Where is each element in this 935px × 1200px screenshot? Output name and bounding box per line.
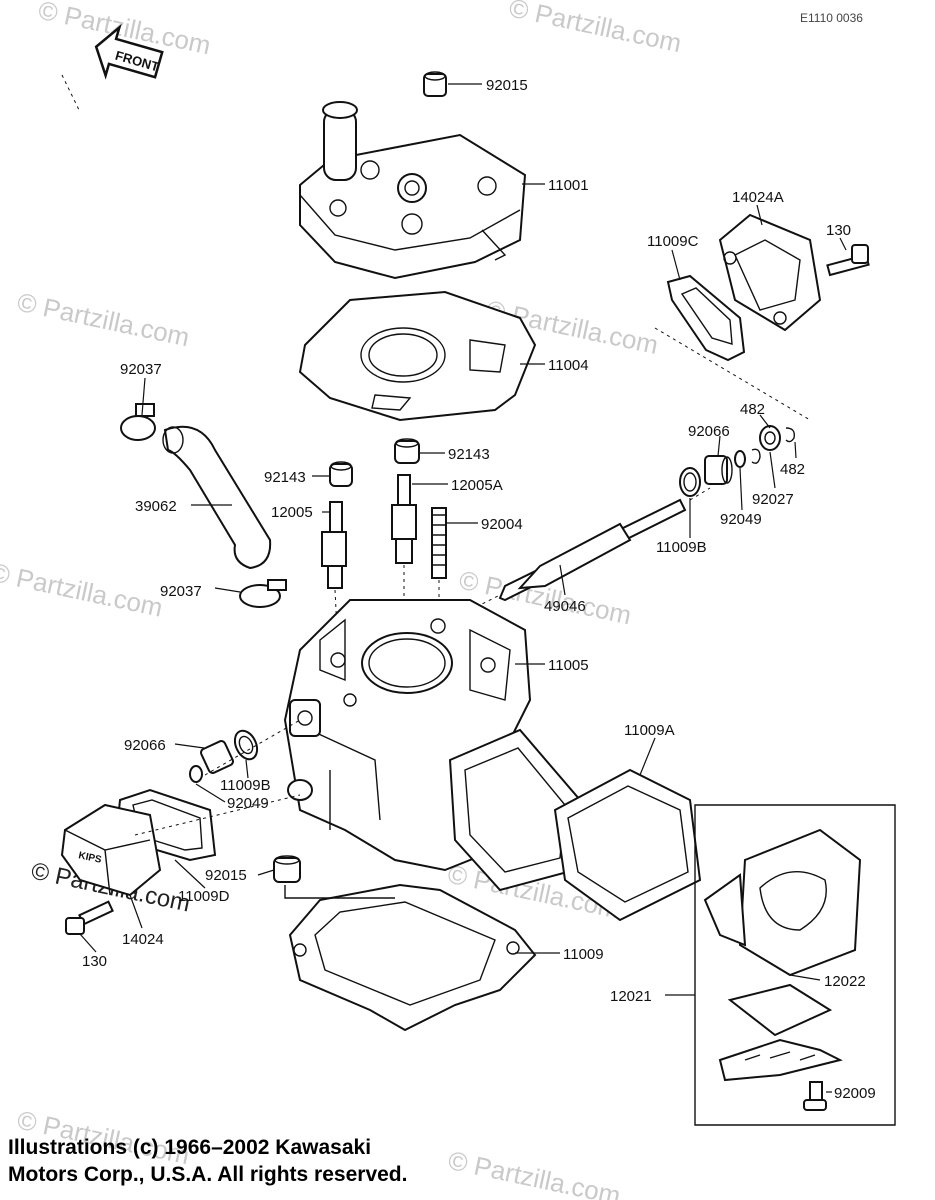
cap-92143-right (394, 438, 420, 464)
gasket-11009C (666, 274, 746, 362)
watermark-text: © Partzilla.com (507, 0, 685, 58)
seal-92027 (759, 425, 781, 451)
reed-gasket-11009A-b (553, 768, 702, 922)
part-label: 92143 (448, 446, 490, 463)
bolt-130-right (826, 244, 870, 277)
part-label: 92015 (486, 77, 528, 94)
part-label: 11009C (647, 233, 699, 250)
oring-92049-left (189, 765, 203, 783)
part-label: 92004 (481, 516, 523, 533)
head-gasket (298, 290, 537, 422)
washer-11009B-left (233, 729, 259, 761)
part-label: 12022 (824, 973, 866, 990)
part-label: 92143 (264, 469, 306, 486)
guide-line (204, 719, 301, 776)
stud-12005 (321, 501, 347, 651)
watermark-text: © Partzilla.com (0, 557, 165, 623)
guide-line (654, 327, 811, 421)
watermark-text: © Partzilla.com (446, 1145, 624, 1200)
part-label: 14024A (732, 189, 784, 206)
cap-92143-left (329, 461, 353, 487)
cylinder-head (299, 101, 527, 280)
part-label: 14024 (122, 931, 164, 948)
nut-92015-bottom (273, 855, 301, 883)
part-label: 92027 (752, 491, 794, 508)
part-label: 11001 (548, 177, 589, 194)
guide-line (134, 794, 301, 836)
valve-cover-right (718, 213, 822, 332)
diagram-code: E1110 0036 (800, 11, 863, 25)
water-hose (162, 425, 272, 570)
part-label: 92066 (124, 737, 166, 754)
part-label: 12005A (451, 477, 503, 494)
part-label: 92009 (834, 1085, 876, 1102)
copyright-line-2: Motors Corp., U.S.A. All rights reserved… (8, 1163, 408, 1186)
kips-marking: KIPS (77, 850, 102, 866)
part-label: 11009B (220, 777, 271, 794)
part-label: 11009B (656, 539, 707, 556)
part-label: 11005 (548, 657, 589, 674)
front-direction-line (61, 74, 81, 113)
part-label: 482 (780, 461, 805, 478)
clip-482-b (785, 427, 796, 443)
reed-valve-box (665, 804, 896, 1126)
part-label: 92049 (720, 511, 762, 528)
oring-92049-right (734, 450, 746, 468)
plug-92066-right (704, 455, 733, 485)
part-label: 39062 (135, 498, 177, 515)
clip-482-a (751, 448, 761, 464)
part-label: 12005 (271, 504, 313, 521)
clamp-92037-top (120, 403, 156, 441)
guide-line (284, 885, 395, 899)
leader-lines (79, 83, 847, 1093)
part-label: 92037 (160, 583, 202, 600)
part-label: 11009 (563, 946, 604, 963)
part-label: 130 (82, 953, 107, 970)
screw-92009 (803, 1081, 827, 1111)
valve-cover-left-14024: KIPS (60, 803, 162, 897)
valve-shaft (469, 487, 711, 611)
part-label: 482 (740, 401, 765, 418)
part-label: 11009A (624, 722, 675, 739)
copyright-line-1: Illustrations (c) 1966–2002 Kawasaki (8, 1136, 372, 1159)
watermark-text: © Partzilla.com (15, 287, 193, 353)
plug-92066-left (200, 740, 234, 774)
clamp-92037-bottom (239, 579, 287, 608)
part-label: 92037 (120, 361, 162, 378)
washer-11009B-right (679, 467, 701, 497)
part-label: 49046 (544, 598, 586, 615)
part-label: 92066 (688, 423, 730, 440)
part-label: 11004 (548, 357, 589, 374)
part-label: 92049 (227, 795, 269, 812)
bolt-130-left (65, 900, 114, 935)
part-label: 92015 (205, 867, 247, 884)
part-label: 11009D (178, 888, 230, 905)
part-label: 130 (826, 222, 851, 239)
stud-12005A (391, 474, 417, 620)
nut-92015-top (423, 71, 447, 97)
part-label: 12021 (610, 988, 652, 1005)
part-labels: 92015 11001 14024A 11009C 130 11004 9203… (82, 77, 876, 1102)
base-gasket-11009 (288, 883, 537, 1032)
